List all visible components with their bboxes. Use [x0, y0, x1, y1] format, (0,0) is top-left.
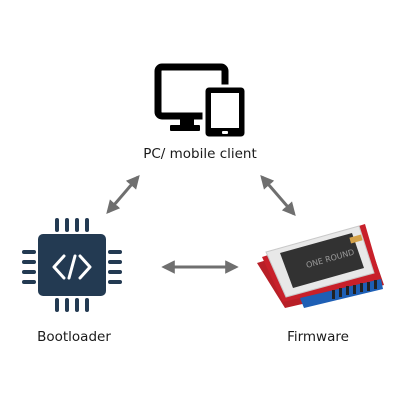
chip-code-icon — [22, 218, 122, 312]
arrow-client-firmware — [260, 174, 296, 217]
lcd-display-board-icon: ONE ROUND — [257, 224, 384, 308]
arrow-client-bootloader — [106, 174, 140, 215]
firmware-label: Firmware — [287, 329, 349, 345]
client-label: PC/ mobile client — [143, 146, 257, 162]
desktop-tablet-icon — [154, 63, 248, 140]
bootloader-label: Bootloader — [37, 329, 111, 345]
